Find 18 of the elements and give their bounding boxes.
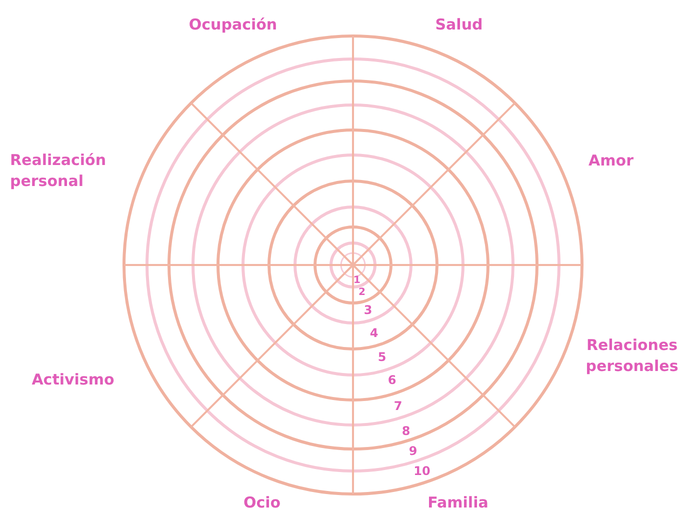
scale-number: 6	[388, 374, 396, 386]
scale-number: 5	[378, 351, 386, 363]
scale-number: 4	[370, 327, 378, 339]
life-area-label: Ocupación	[188, 14, 278, 36]
scale-number: 1	[354, 276, 360, 286]
life-area-label: Salud	[435, 14, 483, 36]
scale-number: 10	[414, 465, 430, 477]
life-area-label: Activismo	[32, 370, 114, 390]
life-area-label: Ocio	[243, 492, 281, 514]
life-area-label: Realización personal	[10, 150, 107, 192]
life-area-label: Relaciones personales	[584, 335, 680, 377]
life-area-label: Amor	[588, 150, 634, 172]
scale-number: 2	[358, 288, 366, 298]
life-area-label: Familia	[428, 492, 488, 514]
scale-number: 8	[402, 425, 410, 437]
scale-number: 3	[364, 304, 372, 316]
scale-number: 7	[394, 400, 402, 412]
scale-number: 9	[408, 445, 418, 457]
